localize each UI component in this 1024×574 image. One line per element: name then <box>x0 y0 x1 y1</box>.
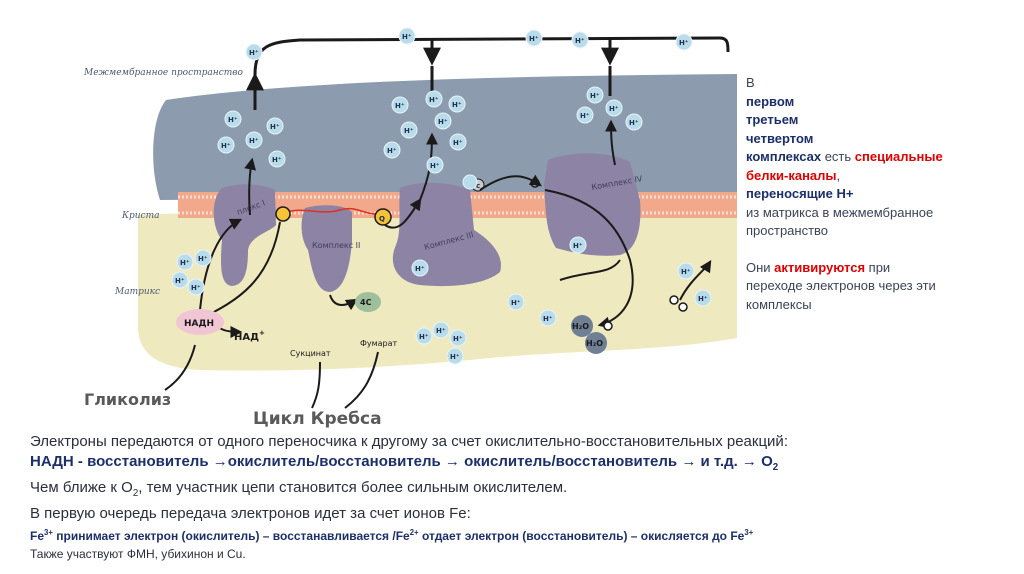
svg-text:H⁺: H⁺ <box>453 335 463 343</box>
svg-text:H⁺: H⁺ <box>429 96 439 104</box>
svg-text:H⁺: H⁺ <box>452 101 462 109</box>
intermembrane-region <box>153 74 737 200</box>
svg-text:H⁺: H⁺ <box>249 49 259 57</box>
svg-text:H⁺: H⁺ <box>430 162 440 170</box>
svg-text:H⁺: H⁺ <box>590 92 600 100</box>
succinate-label: Сукцинат <box>290 349 331 358</box>
intermembrane-label: Межмембранное пространство <box>83 67 244 78</box>
explanation-line: НАДН - восстановитель →окислитель/восста… <box>30 452 1010 478</box>
svg-text:H⁺: H⁺ <box>175 277 185 285</box>
svg-text:H⁺: H⁺ <box>221 142 231 150</box>
svg-text:H⁺: H⁺ <box>249 137 259 145</box>
h2o-label: H₂O <box>572 322 589 331</box>
matrix-label: Матрикс <box>114 287 160 297</box>
complex-4 <box>544 153 640 255</box>
explanation-text: Электроны передаются от одного переносчи… <box>30 432 1010 563</box>
svg-text:H⁺: H⁺ <box>404 127 414 135</box>
svg-text:H⁺: H⁺ <box>698 295 708 303</box>
svg-text:H⁺: H⁺ <box>629 119 639 127</box>
panel-line: пространство <box>746 222 1016 241</box>
svg-text:H⁺: H⁺ <box>436 327 446 335</box>
svg-text:H⁺: H⁺ <box>453 139 463 147</box>
svg-text:H⁺: H⁺ <box>609 105 619 113</box>
svg-text:H⁺: H⁺ <box>529 35 539 43</box>
panel-line: В <box>746 74 1016 93</box>
svg-text:H⁺: H⁺ <box>543 315 553 323</box>
svg-text:H⁺: H⁺ <box>395 102 405 110</box>
svg-text:H⁺: H⁺ <box>387 147 397 155</box>
svg-text:H⁺: H⁺ <box>198 255 208 263</box>
svg-text:H⁺: H⁺ <box>419 333 429 341</box>
svg-text:H⁺: H⁺ <box>511 299 521 307</box>
explanation-line: Чем ближе к О2, тем участник цепи станов… <box>30 478 1010 504</box>
svg-text:H⁺: H⁺ <box>180 259 190 267</box>
svg-text:H⁺: H⁺ <box>575 37 585 45</box>
explanation-line: Также участвуют ФМН, убихинон и Cu. <box>30 545 1010 563</box>
panel-line: третьем <box>746 111 1016 130</box>
ubiquinone-label: Q <box>379 215 385 223</box>
fourc-label: 4C <box>360 298 372 307</box>
svg-text:H⁺: H⁺ <box>438 118 448 126</box>
svg-text:H⁺: H⁺ <box>415 265 425 273</box>
complex-2-label: Комплекс II <box>312 241 360 250</box>
panel-line: белки-каналы, <box>746 167 1016 186</box>
krebs-cycle-label: Цикл Кребса <box>253 409 382 429</box>
svg-text:H⁺: H⁺ <box>573 242 583 250</box>
panel-line: комплексы <box>746 296 1016 315</box>
panel-line: переносящие Н+ <box>746 185 1016 204</box>
svg-text:H⁺: H⁺ <box>679 39 689 47</box>
svg-text:H⁺: H⁺ <box>402 33 412 41</box>
panel-line: из матрикса в межмембранное <box>746 204 1016 223</box>
svg-text:H⁺: H⁺ <box>228 116 238 124</box>
explanation-line: Электроны передаются от одного переносчи… <box>30 432 1010 452</box>
explanation-line: Fe3+ принимает электрон (окислитель) – в… <box>30 524 1010 545</box>
panel-line: четвертом <box>746 130 1016 149</box>
explanation-line: В первую очередь передача электронов иде… <box>30 504 1010 524</box>
nadh-label: НАДН <box>184 319 214 329</box>
complex-description-panel: В первом третьем четвертом комплексах ес… <box>746 74 1016 314</box>
panel-line: Они активируются при <box>746 259 1016 278</box>
svg-text:H⁺: H⁺ <box>270 123 280 131</box>
panel-line: первом <box>746 93 1016 112</box>
svg-text:H⁺: H⁺ <box>450 353 460 361</box>
fumarate-label: Фумарат <box>360 339 398 348</box>
etc-diagram: плекс I Комплекс II Комплекс III Комплек… <box>0 0 740 432</box>
glycolysis-label: Гликолиз <box>84 390 171 409</box>
panel-line: комплексах есть специальные <box>746 148 1016 167</box>
svg-text:H⁺: H⁺ <box>681 268 691 276</box>
h2o-label: H₂O <box>586 339 603 348</box>
panel-line: переходе электронов через эти <box>746 277 1016 296</box>
svg-text:H⁺: H⁺ <box>191 284 201 292</box>
svg-text:H⁺: H⁺ <box>580 112 590 120</box>
svg-text:H⁺: H⁺ <box>272 156 282 164</box>
crista-label: Криста <box>121 211 159 221</box>
